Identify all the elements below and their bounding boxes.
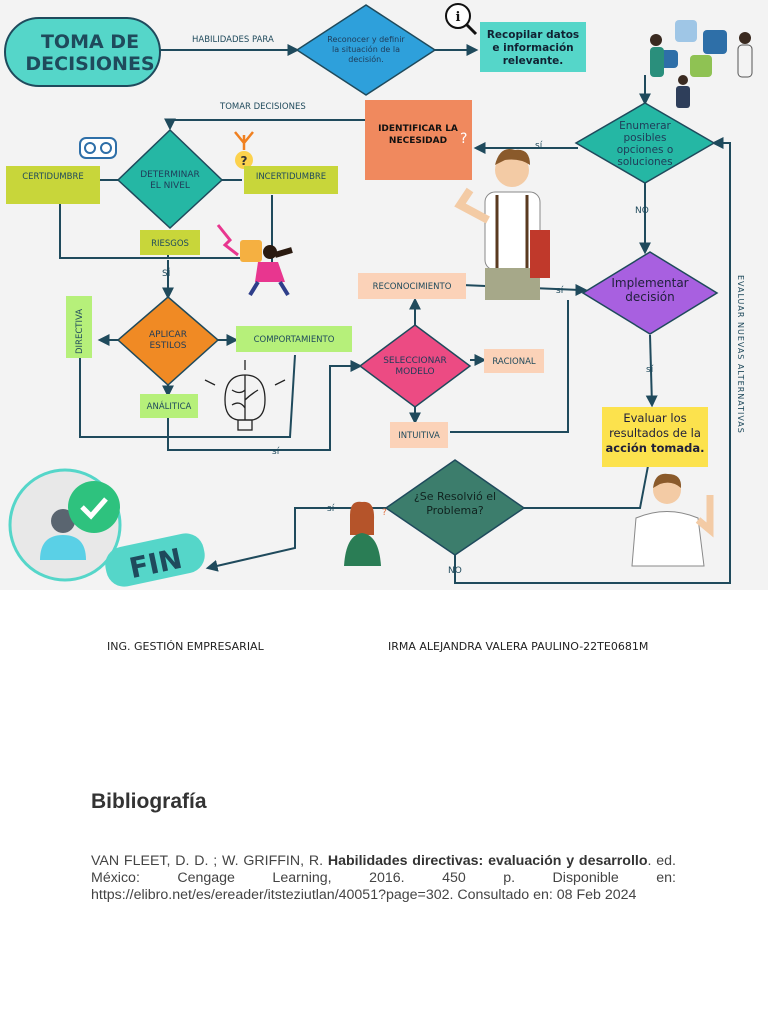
label-comportamiento-box: [236, 326, 352, 352]
node-reconocer-line3: decisión.: [348, 54, 384, 64]
fin-shape: [105, 533, 205, 587]
edge-label-tomar: TOMAR DECISIONES: [219, 102, 306, 112]
node-seleccionar-line2: MODELO: [395, 367, 434, 377]
svg-text:i: i: [456, 10, 461, 25]
node-evaluar-line3: acción tomada.: [606, 441, 705, 455]
node-seleccionar-line1: SELECCIONAR: [383, 356, 447, 366]
edge-label-no-enumerar: NO: [635, 206, 649, 216]
edge-label-no-resolvio: NO: [448, 566, 462, 576]
node-identificar-line1: IDENTIFICAR LA: [378, 124, 458, 134]
label-analitica-box: [140, 394, 198, 418]
label-incertidumbre-box: [244, 166, 338, 194]
node-evaluar-line1: Evaluar los: [623, 411, 686, 425]
node-determinar-line2: EL NIVEL: [150, 181, 190, 191]
node-recopilar-line2: e información: [492, 42, 573, 54]
edge-label-si-enumerar: sí: [535, 141, 543, 151]
node-recopilar-line1: Recopilar datos: [487, 29, 579, 41]
edge-label-si-riesgos: SÍ: [162, 267, 171, 279]
user-check-icon: [8, 468, 122, 582]
node-aplicar-line2: ESTILOS: [149, 341, 186, 351]
node-recopilar-line3: relevante.: [503, 55, 564, 67]
thinking-woman-illustration: ?: [344, 501, 387, 566]
stressed-woman-illustration: [216, 224, 293, 297]
label-riesgos: RIESGOS: [151, 239, 189, 249]
question-arrows-icon: ?: [234, 131, 254, 169]
node-reconocer-shape: [295, 4, 437, 96]
edge-label-si-modelo: sí: [556, 286, 564, 296]
label-directiva-box: [66, 296, 92, 358]
label-reconocimiento-box: [358, 273, 466, 299]
thinking-man-illustration: [454, 149, 550, 300]
node-enumerar-line4: soluciones: [617, 156, 672, 168]
flowchart-canvas: TOMA DE DECISIONES HABILIDADES PARA Reco…: [4, 3, 753, 587]
brain-lightbulb-icon: [204, 360, 286, 431]
connector-lines: [59, 44, 731, 584]
node-enumerar-line1: Enumerar: [619, 120, 671, 132]
node-reconocer-line1: Reconocer y definir: [327, 35, 405, 44]
node-identificar-shape: [365, 100, 472, 180]
pointing-man-illustration: [631, 473, 714, 567]
magnifier-info-icon: i: [445, 3, 478, 36]
bibliography-details: . ed. México: Cengage Learning, 2016. 45…: [91, 853, 676, 903]
label-intuitiva-box: [390, 422, 448, 448]
node-evaluar-shape: [602, 407, 708, 467]
label-comportamiento: COMPORTAMIENTO: [254, 335, 335, 345]
edge-label-si-resolvio: sí: [327, 504, 335, 514]
diagram-title-line2: DECISIONES: [25, 53, 154, 75]
diagram-title-line1: TOMA DE: [41, 31, 139, 53]
node-enumerar-shape: [574, 102, 716, 184]
bibliography-heading: Bibliografía: [91, 790, 207, 813]
label-certidumbre-box: [6, 166, 100, 204]
puzzle-team-illustration: [650, 20, 753, 108]
edge-label-si-implementar: sí: [646, 365, 654, 375]
node-resolvio-shape: [384, 459, 526, 556]
node-implementar-line1: Implementar: [611, 276, 688, 290]
bibliography-authors: VAN FLEET, D. D. ; W. GRIFFIN, R.: [91, 853, 328, 869]
label-incertidumbre: INCERTIDUMBRE: [256, 172, 326, 182]
label-racional: RACIONAL: [492, 357, 536, 367]
footer-career: ING. GESTIÓN EMPRESARIAL: [107, 640, 264, 653]
decision-flowchart: TOMA DE DECISIONES HABILIDADES PARA Reco…: [0, 0, 768, 590]
label-riesgos-box: [140, 230, 200, 255]
node-determinar-shape: [116, 128, 224, 230]
node-resolvio-line2: Problema?: [426, 504, 484, 517]
node-resolvio-line1: ¿Se Resolvió el: [414, 490, 496, 503]
node-seleccionar-shape: [358, 324, 472, 408]
node-aplicar-shape: [116, 296, 220, 387]
binoculars-icon: [79, 137, 117, 159]
svg-text:?: ?: [241, 154, 248, 168]
node-aplicar-line1: APLICAR: [149, 330, 187, 340]
node-reconocer-line2: la situación de la: [332, 44, 400, 54]
label-analitica: ANÁLITICA: [147, 400, 192, 412]
node-determinar-line1: DETERMINAR: [140, 170, 200, 180]
decorative-question-icon: ?: [460, 131, 467, 147]
node-enumerar-line3: opciones o: [617, 144, 674, 156]
node-implementar-line2: decisión: [625, 290, 674, 304]
edge-label-habilidades: HABILIDADES PARA: [192, 35, 274, 45]
node-implementar-shape: [581, 251, 719, 335]
bibliography-entry: VAN FLEET, D. D. ; W. GRIFFIN, R. Habili…: [91, 853, 676, 904]
node-evaluar-line2: resultados de la: [609, 426, 701, 440]
node-enumerar-line2: posibles: [624, 132, 667, 144]
node-identificar-line2: NECESIDAD: [389, 136, 447, 146]
vertical-label-evaluar: EVALUAR NUEVAS ALTERNATIVAS: [736, 275, 745, 434]
label-certidumbre: CERTIDUMBRE: [22, 172, 84, 182]
label-racional-box: [484, 349, 544, 373]
label-reconocimiento: RECONOCIMIENTO: [373, 282, 452, 292]
label-intuitiva: INTUITIVA: [398, 431, 440, 441]
svg-text:?: ?: [382, 508, 387, 518]
edge-label-si-estilos: sí: [272, 447, 280, 457]
footer-author: IRMA ALEJANDRA VALERA PAULINO-22TE0681M: [388, 640, 649, 653]
bibliography-book-title: Habilidades directivas: evaluación y des…: [327, 853, 648, 869]
node-recopilar-shape: [480, 22, 586, 72]
label-directiva: DIRECTIVA: [75, 309, 85, 354]
